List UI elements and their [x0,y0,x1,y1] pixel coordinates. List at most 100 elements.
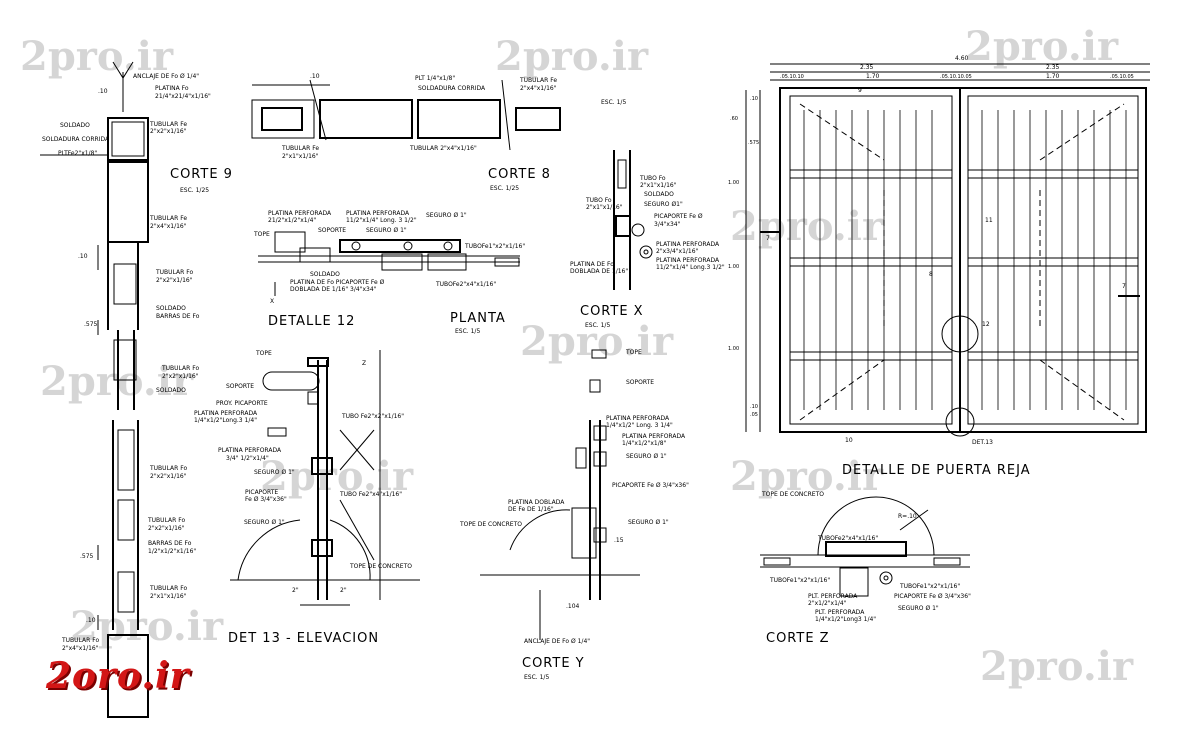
label: PLATINA PERFORADA [346,210,410,217]
label: ANCLAJE DE Fo Ø 1/4" [524,638,590,645]
label: TUBULAR Fe [149,215,187,222]
label: 2"x1"x1/16" [640,182,677,189]
scale: ESC. 1/5 [455,328,480,335]
label: 3/4" 1/2"x1/4" [226,455,269,462]
title-planta: PLANTA [450,311,506,326]
corte-8-section [251,79,561,151]
label: SEGURO Ø 1" [244,519,285,526]
label: PICAPORTE Fe Ø [654,213,703,220]
label: Fe Ø 3/4"x36" [245,496,287,503]
label: 1/4"x1/2"x1/8" [622,440,667,447]
dim: .05 [750,412,758,418]
watermark: 2pro.ir [70,603,224,650]
label: TUBOFe2"x4"x1/16" [817,535,878,542]
dim: 1.70 [866,73,880,80]
watermark: 2pro.ir [980,643,1134,690]
label: TUBULAR Fe [149,121,187,128]
dim: .60 [730,116,738,122]
label: PLATINA PERFORADA [268,210,332,217]
watermark: 2pro.ir [40,358,194,405]
scale: ESC. 1/5 [524,674,549,681]
label: 2"x2"x1/16" [150,473,187,480]
corte-y-section [480,349,640,640]
label: PLATINA DOBLADA [508,499,565,506]
mark: 9 [858,87,862,94]
dim: .10 [750,96,758,102]
label: PLATINA PERFORADA [194,410,258,417]
corte-y-labels: TOPE SOPORTE PLATINA PERFORADA 1/4"x1/2"… [459,349,689,681]
corte-9-section [40,61,149,718]
corte-x-section [613,150,653,290]
label: 2"x2"x1/16" [156,277,193,284]
corte-9-labels: ANCLAJE DE Fo Ø 1/4" PLATINA Fo 21/4"x21… [42,73,233,652]
site-logo: 2oro.ir [46,655,190,697]
title-corte-x: CORTE X [580,304,644,319]
dim: 2" [292,587,299,594]
label: R=.10 [898,513,917,520]
label: PLATINA PERFORADA [656,257,720,264]
label: TUBULAR Fe [281,145,319,152]
dim: .10 [310,73,320,80]
label: PLTFe2"x1/8" [58,150,97,157]
label: 2"x1"x1/16" [150,593,187,600]
scale: ESC. 1/5 [585,322,610,329]
label: SEGURO Ø 1" [626,453,667,460]
label: 2"x2"x1/16" [150,128,187,135]
dim: .10 [78,253,88,260]
mark: 8 [929,271,933,278]
dim: 2.35 [860,64,874,71]
dim: 2" [340,587,347,594]
dim: .575 [80,553,94,560]
title-corte-y: CORTE Y [522,656,585,671]
label: DE Fe DE 1/16" [508,506,554,513]
title-corte-9: CORTE 9 [170,167,233,182]
watermark: 2pro.ir [730,453,884,500]
dim: .05.10.05 [1110,74,1134,80]
watermark-layer: 2pro.ir 2pro.ir 2pro.ir 2pro.ir 2pro.ir … [20,23,1134,690]
label: TUBULAR Fe [519,77,557,84]
label: PLT 1/4"x1/8" [415,75,455,82]
watermark: 2pro.ir [20,33,174,80]
dim: .575 [84,321,98,328]
detalle-12-labels: PLATINA PERFORADA 21/2"x1/2"x1/4" PLATIN… [253,210,525,335]
label: SOLDADO [644,191,674,198]
watermark: 2pro.ir [520,318,674,365]
dim: .10 [98,88,108,95]
label: 1/4"x1/2"Long.3 1/4" [194,417,257,424]
corte-8-labels: .10 PLT 1/4"x1/8" SOLDADURA CORRIDA TUBU… [281,73,626,192]
dim: 1.00 [728,346,739,352]
label: 2"x3/4"x1/16" [656,248,699,255]
dim: .05.10.10.05 [940,74,972,80]
label: PLATINA Fo [155,85,189,92]
title-corte-8: CORTE 8 [488,167,551,182]
label: TUBULAR Fo [61,637,99,644]
label: 1/2"x1/2"x1/16" [148,548,196,555]
mark: 11 [985,217,993,224]
label: 2"x4"x1/16" [520,85,557,92]
label: DET.13 [972,439,993,446]
label: BARRAS DE Fo [156,313,200,320]
det-13-section [230,350,420,606]
label: 1/4"x1/2"Long3 1/4" [815,616,876,623]
label: TOPE [255,350,272,357]
label: TOPE [625,349,642,356]
watermark: 2pro.ir [965,23,1119,70]
label: SEGURO Ø 1" [628,519,669,526]
label: 2"x4"x1/16" [150,223,187,230]
puerta-reja-section [745,63,1150,437]
scale: ESC. 1/5 [601,99,626,106]
label: PROY. PICAPORTE [216,400,268,407]
label: PICAPORTE Fe Ø 3/4"x36" [612,482,689,489]
label: PLATINA PERFORADA [218,447,282,454]
label: TUBOFe1"x2"x1/16" [899,583,960,590]
label: PLATINA PERFORADA [622,433,686,440]
label: TUBO Fe2"x2"x1/16" [341,413,404,420]
label: TOPE DE CONCRETO [349,563,412,570]
label: 2"x2"x1/16" [148,525,185,532]
dim: 1.00 [728,264,739,270]
label: PLT. PERFORADA [815,609,865,616]
label: SOLDADO [60,122,90,129]
dim: .10 [750,404,758,410]
puerta-reja-labels: 4.60 2.35 2.35 .05.10.10 1.70 .05.10.10.… [728,55,1134,478]
label: TUBULAR Fo [155,269,193,276]
